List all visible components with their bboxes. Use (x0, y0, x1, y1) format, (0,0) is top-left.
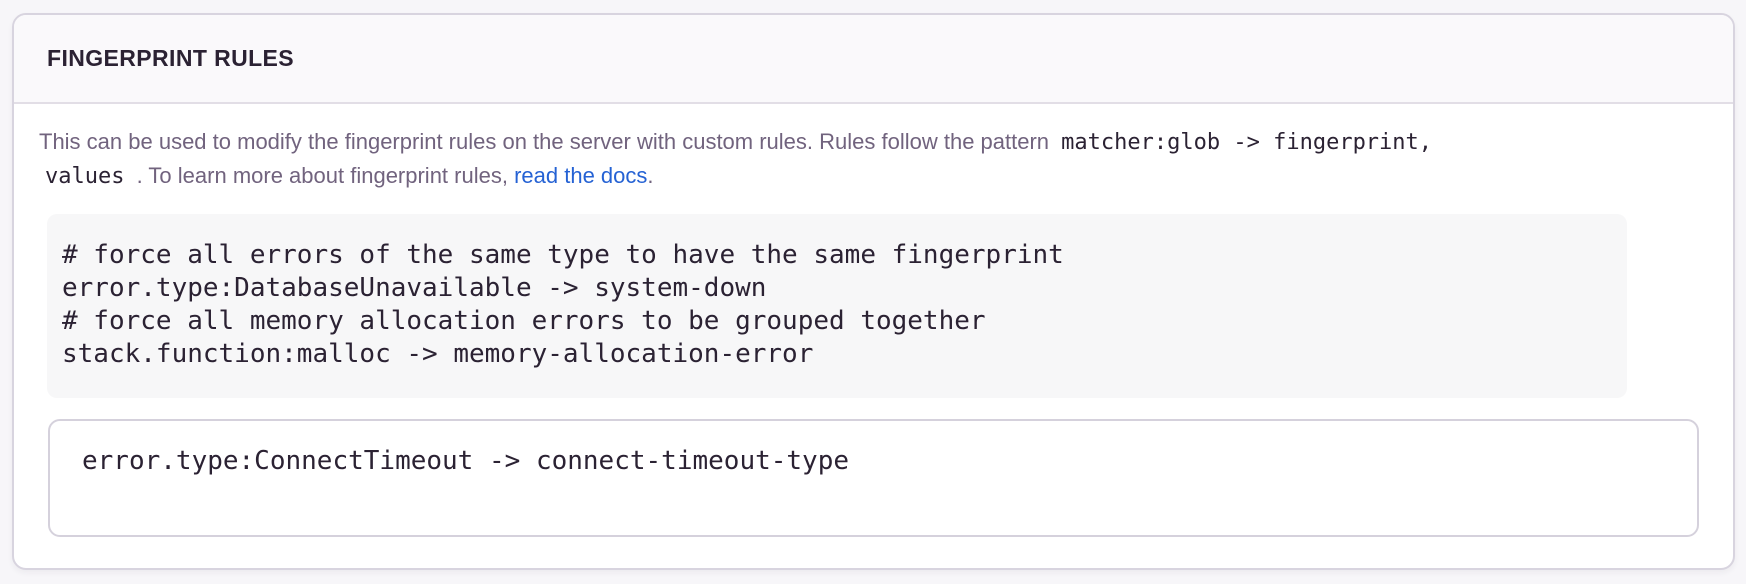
description-text-2: . To learn more about fingerprint rules, (136, 163, 508, 188)
description-suffix: . (647, 163, 654, 188)
code-example-block: # force all errors of the same type to h… (47, 214, 1627, 398)
code-line: # force all errors of the same type to h… (62, 240, 1064, 270)
pattern-inline-code-continued: values (45, 164, 125, 189)
panel-header: FINGERPRINT RULES (14, 15, 1733, 104)
code-line: # force all memory allocation errors to … (62, 306, 986, 336)
description-text: This can be used to modify the fingerpri… (39, 129, 1050, 154)
description-line-1: This can be used to modify the fingerpri… (39, 125, 1708, 159)
description: This can be used to modify the fingerpri… (39, 125, 1708, 193)
fingerprint-rules-input[interactable]: error.type:ConnectTimeout -> connect-tim… (48, 419, 1699, 537)
panel-title: FINGERPRINT RULES (47, 45, 295, 71)
description-line-2: values . To learn more about fingerprint… (39, 159, 1708, 193)
read-the-docs-link[interactable]: read the docs (514, 163, 648, 188)
code-line: stack.function:malloc -> memory-allocati… (62, 339, 814, 369)
pattern-inline-code: matcher:glob -> fingerprint, (1061, 130, 1433, 155)
code-line: error.type:DatabaseUnavailable -> system… (62, 273, 767, 303)
panel-body: This can be used to modify the fingerpri… (14, 104, 1733, 568)
fingerprint-rules-panel: FINGERPRINT RULES This can be used to mo… (12, 13, 1735, 570)
